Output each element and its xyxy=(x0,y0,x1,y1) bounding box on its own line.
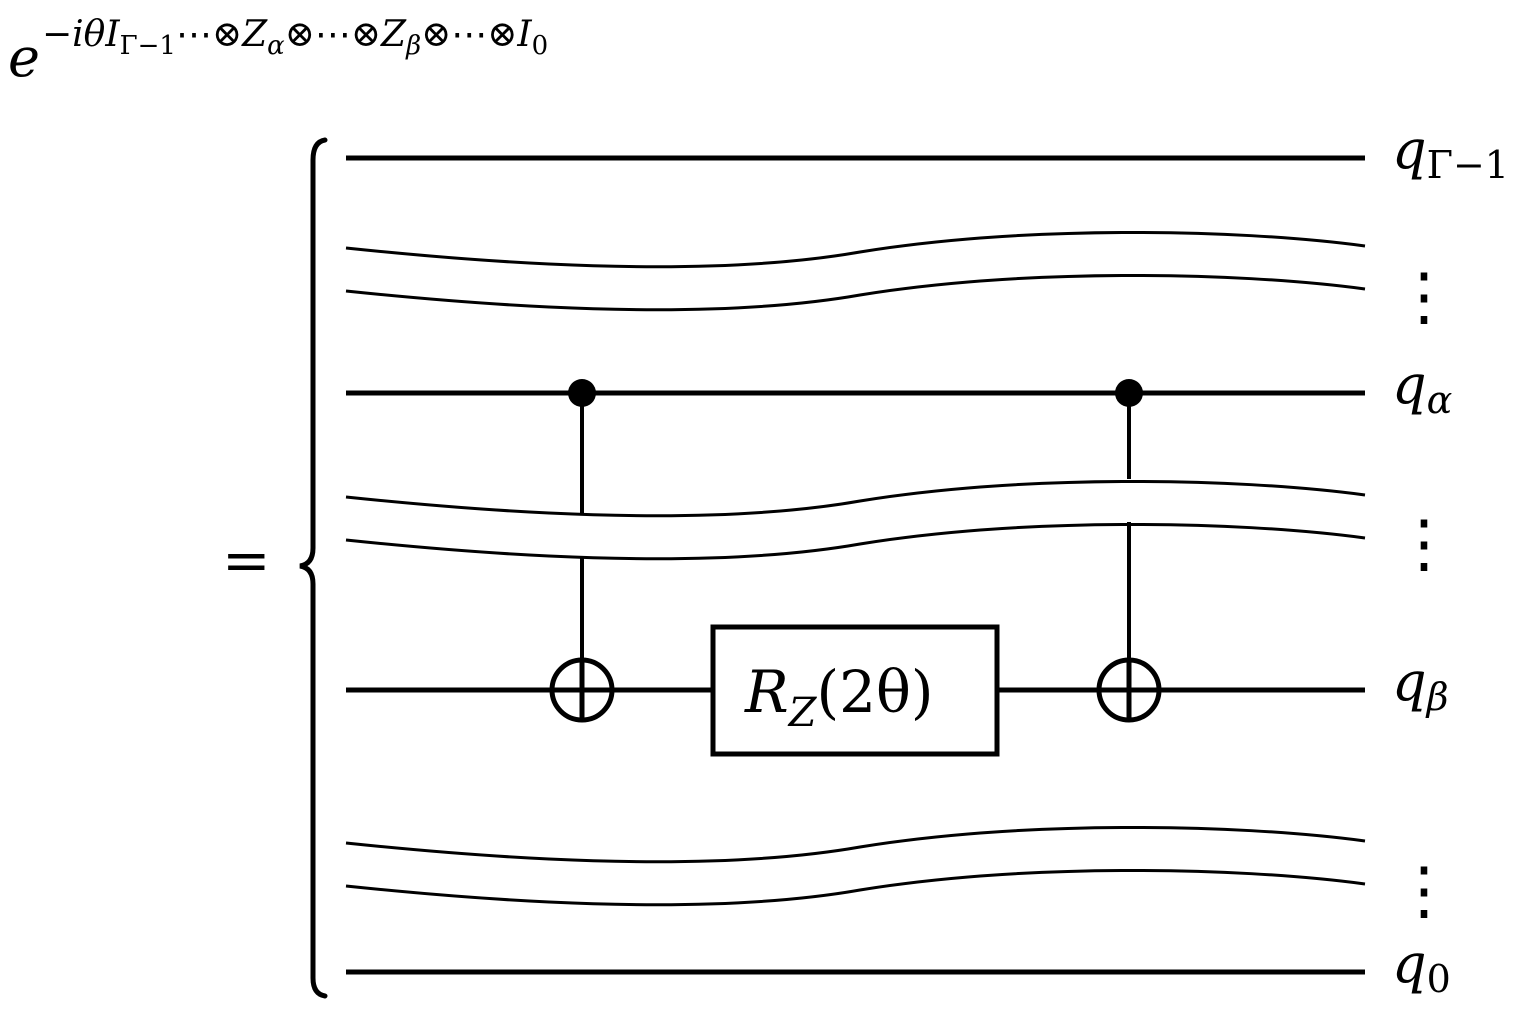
ellipsis-3: ⋮ xyxy=(1392,854,1456,928)
formula-I-top-sub: Γ−1 xyxy=(120,31,176,61)
rz-gate: RZ(2θ) xyxy=(710,624,1000,757)
cnot-gate-1 xyxy=(549,379,615,723)
formula: e −iθIΓ−1⋯⊗Zα⊗⋯⊗Zβ⊗⋯⊗I0 xyxy=(8,14,548,89)
formula-Z-beta: Z xyxy=(380,14,407,55)
formula-sep3: ⊗⋯⊗ xyxy=(421,14,517,55)
label-q-bottom: q0 xyxy=(1392,932,1451,1001)
formula-Z-alpha-sub: α xyxy=(267,31,285,61)
formula-Z-alpha: Z xyxy=(241,14,268,55)
rz-gate-box xyxy=(710,624,1000,757)
equals-sign: = xyxy=(222,526,271,594)
rz-gate-name: R xyxy=(744,658,789,726)
rz-gate-arg: (2θ) xyxy=(816,658,933,726)
ellipsis-2: ⋮ xyxy=(1392,507,1456,581)
label-q-beta: qβ xyxy=(1392,650,1449,719)
wavy-band-2 xyxy=(345,479,1366,561)
wavy-band-1 xyxy=(345,230,1366,312)
cnot-gate-2 xyxy=(1096,379,1162,723)
cnot-1-control-dot xyxy=(568,379,596,407)
formula-base: e xyxy=(8,26,40,89)
wavy-band-3 xyxy=(345,825,1366,907)
formula-I-top: I xyxy=(104,14,120,55)
label-q-alpha: qα xyxy=(1392,353,1452,422)
label-q-top: qΓ−1 xyxy=(1392,118,1509,187)
formula-I-bottom-sub: 0 xyxy=(532,31,549,61)
formula-I-bottom: I xyxy=(516,14,532,55)
formula-exp-prefix: −iθ xyxy=(42,14,106,55)
formula-Z-beta-sub: β xyxy=(405,31,421,61)
formula-exponent: −iθIΓ−1⋯⊗Zα⊗⋯⊗Zβ⊗⋯⊗I0 xyxy=(42,14,548,61)
formula-sep2: ⊗⋯⊗ xyxy=(285,14,381,55)
ellipsis-1: ⋮ xyxy=(1392,260,1456,334)
rz-gate-sub: Z xyxy=(787,690,818,736)
formula-sep1: ⋯⊗ xyxy=(176,14,242,55)
left-brace xyxy=(299,137,328,999)
rz-gate-label: RZ(2θ) xyxy=(744,658,934,736)
cnot-2-control-dot xyxy=(1115,379,1143,407)
